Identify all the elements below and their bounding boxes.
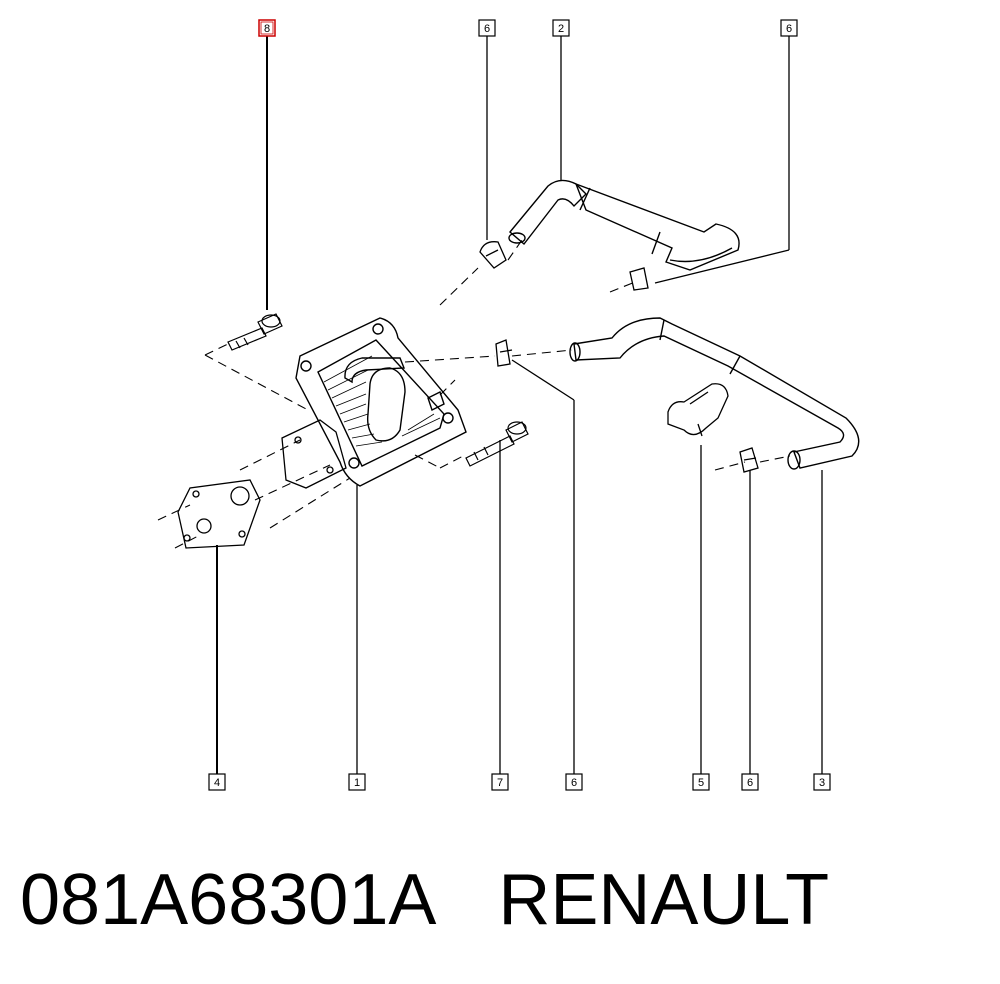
svg-text:6: 6: [484, 23, 490, 35]
part-number: 081A68301A: [20, 860, 437, 940]
part-6-clip-top: [479, 241, 507, 269]
brand-name: RENAULT: [498, 860, 830, 940]
part-2-upper-hose: [508, 179, 740, 271]
exploded-parts-diagram: 8 6 2 6 4 1 7 6 5 6 3: [157, 19, 860, 791]
part-1-oil-cooler: [295, 317, 467, 487]
callout-3: 3: [813, 773, 831, 791]
callout-6-bottom-b: 6: [741, 773, 759, 791]
callout-1: 1: [348, 773, 366, 791]
part-6-clip-bottom: [739, 447, 759, 473]
part-3-lower-hose: [569, 317, 860, 470]
svg-text:6: 6: [747, 777, 753, 789]
svg-text:6: 6: [786, 23, 792, 35]
svg-text:6: 6: [571, 777, 577, 789]
callout-8: 8: [258, 19, 276, 37]
callout-2: 2: [552, 19, 570, 37]
svg-text:4: 4: [214, 777, 220, 789]
callout-4: 4: [208, 773, 226, 791]
part-8-bolt: [227, 313, 283, 351]
svg-text:8: 8: [264, 23, 270, 35]
svg-text:5: 5: [698, 777, 704, 789]
part-number-caption: 081A68301A RENAULT: [20, 858, 829, 942]
svg-text:2: 2: [558, 23, 564, 35]
part-6-clip-middle: [495, 339, 513, 367]
part-6-sleeve-top-right: [629, 267, 649, 291]
svg-text:7: 7: [497, 777, 503, 789]
part-5-bracket: [667, 383, 729, 437]
svg-text:1: 1: [354, 777, 360, 789]
callout-6-bottom-a: 6: [565, 773, 583, 791]
part-7-bolt: [465, 421, 529, 467]
callout-6-top-right: 6: [780, 19, 798, 37]
part-4-gasket: [177, 419, 347, 549]
callout-7: 7: [491, 773, 509, 791]
callout-5: 5: [692, 773, 710, 791]
svg-text:3: 3: [819, 777, 825, 789]
callout-6-top-left: 6: [478, 19, 496, 37]
